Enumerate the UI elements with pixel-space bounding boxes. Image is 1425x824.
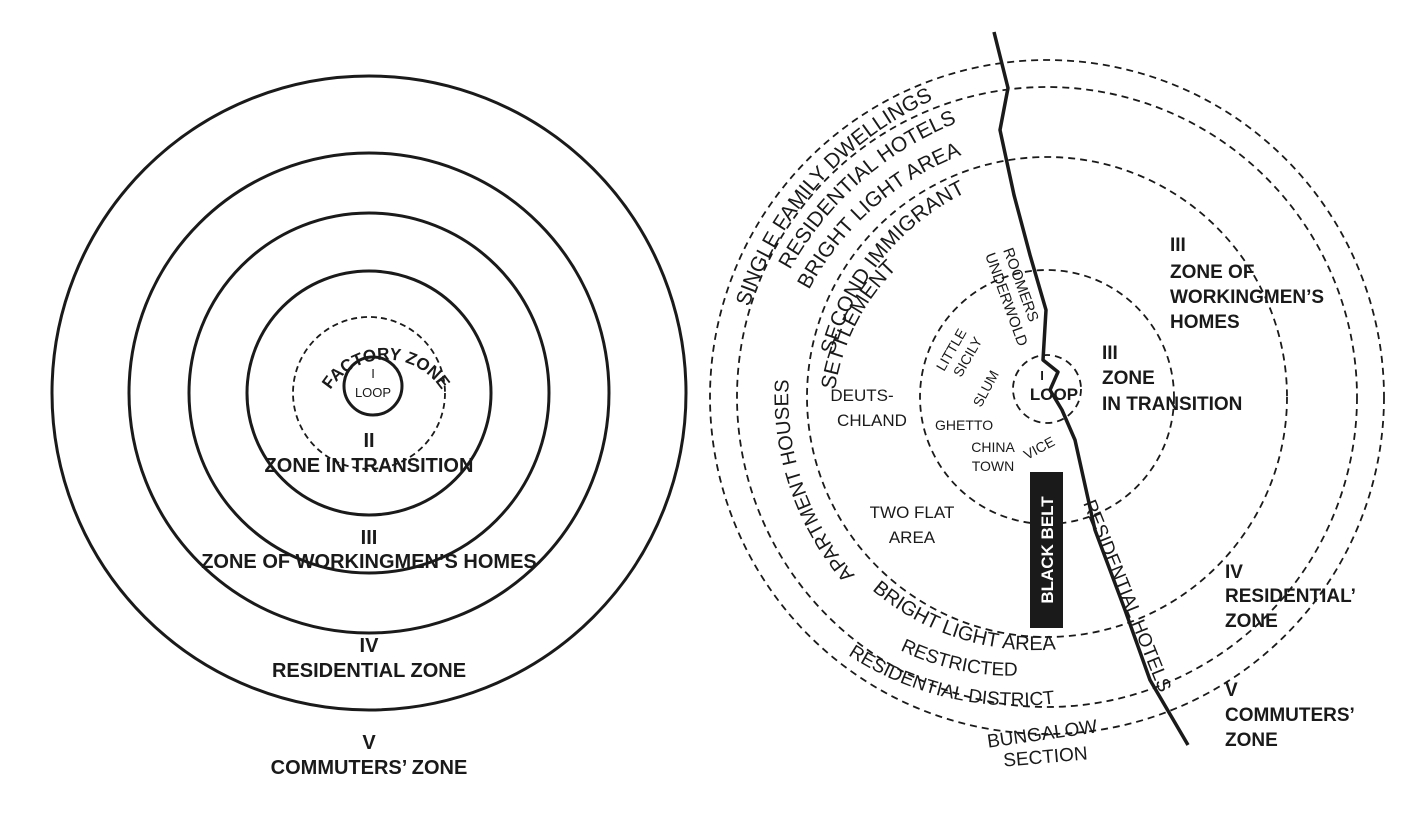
left-zone3-label: ZONE OF WORKINGMEN’S HOMES: [201, 551, 537, 573]
right-workingmen-numeral: III: [1170, 235, 1186, 256]
left-loop-ring: [342, 355, 404, 417]
right-bright-light-bottom-label: BRIGHT LIGHT AREA: [869, 577, 1057, 655]
right-zone2-ring: [919, 269, 1175, 525]
left-concentric-diagram: [50, 74, 688, 712]
right-workingmen-line1: ZONE OF: [1170, 262, 1254, 283]
left-zone5-outer-ring: [50, 74, 688, 712]
left-zone2-ring: [245, 269, 493, 517]
right-two-flat-line2: AREA: [889, 528, 936, 547]
right-zone5-ring: [709, 59, 1385, 735]
left-zone5-label: COMMUTERS’ ZONE: [271, 757, 468, 779]
right-workingmen-line2: WORKINGMEN’S: [1170, 287, 1324, 308]
right-commuters-numeral: V: [1225, 680, 1238, 701]
right-workingmen-line3: HOMES: [1170, 312, 1240, 333]
left-loop-numeral: I: [371, 366, 375, 381]
right-town-label: TOWN: [972, 458, 1015, 474]
right-two-flat-line1: TWO FLAT: [870, 503, 955, 522]
right-zone4-ring: [736, 86, 1358, 708]
right-loop-numeral: I: [1040, 368, 1044, 383]
right-transition-numeral: III: [1102, 343, 1118, 364]
right-china-label: CHINA: [971, 439, 1015, 455]
right-residential-hotels-road-label: RESIDENTIAL HOTELS: [1078, 497, 1174, 695]
right-commuters-line2: ZONE: [1225, 730, 1278, 751]
right-black-belt-bar: [1030, 472, 1063, 628]
right-residential-numeral: IV: [1225, 562, 1243, 583]
left-zone4-ring: [127, 151, 611, 635]
left-zone2-numeral: II: [363, 430, 374, 452]
right-labels: I LOOP III ZONE IN TRANSITION III ZONE O…: [732, 83, 1356, 771]
left-labels: I LOOP FACTORY ZONE II ZONE IN TRANSITIO…: [201, 344, 537, 779]
right-concentric-diagram: [709, 59, 1385, 735]
right-ghetto-label: GHETTO: [935, 417, 993, 433]
left-zone3-ring: [187, 211, 551, 575]
left-loop-label: LOOP: [355, 385, 391, 400]
right-slum-label: SLUM: [970, 368, 1002, 410]
right-zone3-ring: [806, 156, 1288, 638]
left-factory-ring: [292, 316, 446, 470]
left-zone4-numeral: IV: [360, 635, 380, 657]
right-deutschland-line1: DEUTS-: [830, 386, 893, 405]
right-shoreline: [992, 31, 1190, 746]
right-loop-label: LOOP: [1030, 385, 1078, 404]
right-deutschland-line2: CHLAND: [837, 411, 907, 430]
left-zone5-numeral: V: [362, 732, 376, 754]
right-black-belt-label: BLACK BELT: [1038, 496, 1057, 604]
left-zone4-label: RESIDENTIAL ZONE: [272, 660, 466, 682]
right-transition-line2: IN TRANSITION: [1102, 394, 1242, 415]
right-residential-line1: RESIDENTIAL’: [1225, 586, 1356, 607]
left-zone2-label: ZONE IN TRANSITION: [265, 455, 474, 477]
right-commuters-line1: COMMUTERS’: [1225, 705, 1355, 726]
right-residential-line2: ZONE: [1225, 611, 1278, 632]
right-vice-label: VICE: [1021, 433, 1057, 462]
right-transition-line1: ZONE: [1102, 368, 1155, 389]
left-zone3-numeral: III: [361, 527, 378, 549]
right-loop-ring: [1012, 354, 1082, 424]
svg-text:BRIGHT LIGHT AREA: BRIGHT LIGHT AREA: [869, 577, 1057, 655]
